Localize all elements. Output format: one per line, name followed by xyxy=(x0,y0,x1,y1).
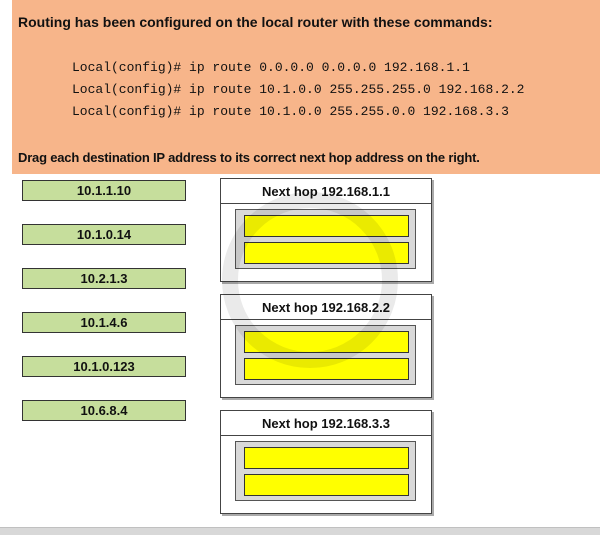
route-command-1: Local(config)# ip route 0.0.0.0 0.0.0.0 … xyxy=(72,60,470,75)
drop-slot[interactable] xyxy=(244,474,409,496)
drop-area xyxy=(235,325,416,385)
drag-instruction: Drag each destination IP address to its … xyxy=(18,150,480,165)
next-hop-title: Next hop 192.168.2.2 xyxy=(221,295,431,320)
next-hop-title: Next hop 192.168.3.3 xyxy=(221,411,431,436)
drop-slot[interactable] xyxy=(244,358,409,380)
route-command-3: Local(config)# ip route 10.1.0.0 255.255… xyxy=(72,104,509,119)
drop-slot[interactable] xyxy=(244,215,409,237)
next-hop-group-2: Next hop 192.168.2.2 xyxy=(220,294,432,398)
drop-slot[interactable] xyxy=(244,242,409,264)
draggable-ip-10-1-0-123[interactable]: 10.1.0.123 xyxy=(22,356,186,377)
question-title: Routing has been configured on the local… xyxy=(18,14,493,30)
next-hop-group-1: Next hop 192.168.1.1 xyxy=(220,178,432,282)
next-hop-title: Next hop 192.168.1.1 xyxy=(221,179,431,204)
drop-area xyxy=(235,441,416,501)
draggable-ip-10-1-1-10[interactable]: 10.1.1.10 xyxy=(22,180,186,201)
instructions-panel: Routing has been configured on the local… xyxy=(12,0,600,174)
next-hop-group-3: Next hop 192.168.3.3 xyxy=(220,410,432,514)
draggable-ip-10-1-4-6[interactable]: 10.1.4.6 xyxy=(22,312,186,333)
bottom-scrollbar[interactable] xyxy=(0,527,600,535)
drop-area xyxy=(235,209,416,269)
draggable-ip-10-1-0-14[interactable]: 10.1.0.14 xyxy=(22,224,186,245)
draggable-ip-10-2-1-3[interactable]: 10.2.1.3 xyxy=(22,268,186,289)
route-command-2: Local(config)# ip route 10.1.0.0 255.255… xyxy=(72,82,525,97)
drop-slot[interactable] xyxy=(244,331,409,353)
draggable-ip-10-6-8-4[interactable]: 10.6.8.4 xyxy=(22,400,186,421)
drop-slot[interactable] xyxy=(244,447,409,469)
